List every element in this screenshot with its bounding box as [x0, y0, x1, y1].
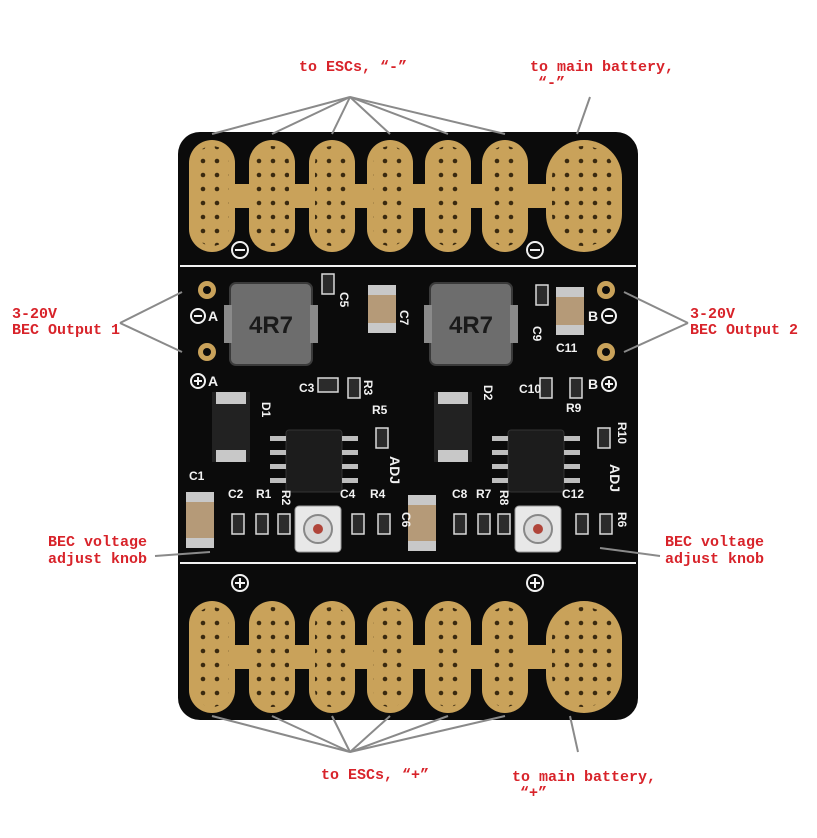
pad-b-minus-label: B	[588, 308, 598, 324]
label-knob-left-line1: BEC voltage	[48, 534, 148, 551]
b-minus-icon	[601, 308, 617, 324]
label-to-battery-minus-line2: “-”	[538, 75, 566, 92]
smd-part	[599, 513, 613, 535]
silk-r9: R9	[566, 401, 582, 415]
ic-right	[492, 429, 580, 493]
silk-r6: R6	[615, 512, 629, 528]
b-plus-icon	[601, 376, 617, 392]
silk-c5: C5	[337, 292, 351, 308]
silk-c1: C1	[189, 469, 205, 483]
silk-c4: C4	[340, 487, 356, 501]
smd-part	[497, 513, 511, 535]
silk-r2: R2	[279, 490, 293, 506]
smd-part	[477, 513, 491, 535]
label-knob-left-line2: adjust knob	[48, 551, 148, 568]
label-bec1-voltage: 3-20V	[12, 306, 58, 323]
label-to-battery-minus-line1: to main battery,	[530, 59, 675, 76]
silk-d1: D1	[259, 402, 273, 418]
pcb-board	[178, 132, 638, 720]
smd-part	[377, 513, 391, 535]
top-pad-row-negative	[189, 140, 622, 252]
adj-label-right: ADJ	[607, 464, 623, 492]
silk-d2: D2	[481, 385, 495, 401]
silk-c10: C10	[519, 382, 541, 396]
pad-a-minus-label: A	[208, 308, 218, 324]
inductor-right: 4R7	[424, 282, 518, 366]
smd-part	[453, 513, 467, 535]
silk-r1: R1	[256, 487, 272, 501]
smd-part	[255, 513, 269, 535]
capacitor-c6	[408, 495, 436, 551]
smd-part	[347, 377, 361, 399]
label-to-battery-plus-line2: “+”	[520, 785, 548, 802]
capacitor-c7	[368, 285, 396, 333]
label-bec1-output: BEC Output 1	[12, 322, 121, 339]
leader-lines	[119, 96, 689, 753]
bottom-pad-row-positive	[189, 601, 622, 713]
pad-a-plus-label: A	[208, 373, 218, 389]
smd-part	[321, 273, 335, 295]
smd-part	[569, 377, 583, 399]
capacitor-c11	[556, 287, 584, 335]
silk-r7: R7	[476, 487, 492, 501]
ic-left	[270, 429, 358, 493]
inductor-left: 4R7	[224, 282, 318, 366]
label-bec2-output: BEC Output 2	[690, 322, 799, 339]
inductor-right-label: 4R7	[449, 312, 493, 339]
pad-b-plus-label: B	[588, 376, 598, 392]
silk-r10: R10	[615, 422, 629, 444]
minus-symbol-right-icon	[526, 241, 544, 259]
smd-components	[231, 273, 613, 535]
smd-part	[351, 513, 365, 535]
diode-d2	[434, 392, 472, 462]
bec1-output-pads: A A	[190, 281, 218, 389]
label-to-battery-plus-line1: to main battery,	[512, 769, 657, 786]
silkscreen-labels: C5 C7 C9 C11 C3 R3 C10 R9 D1 D2 R5 R10 C…	[189, 292, 629, 528]
inductor-left-label: 4R7	[249, 312, 293, 339]
silk-r5: R5	[372, 403, 388, 417]
label-knob-right-line2: adjust knob	[665, 551, 765, 568]
silk-c12: C12	[562, 487, 584, 501]
label-bec2-voltage: 3-20V	[690, 306, 736, 323]
silk-c3: C3	[299, 381, 315, 395]
adj-label-left: ADJ	[387, 456, 403, 484]
smd-part	[277, 513, 291, 535]
smd-part	[375, 427, 389, 449]
label-knob-right-line1: BEC voltage	[665, 534, 765, 551]
a-plus-icon	[190, 373, 206, 389]
silk-c9: C9	[530, 326, 544, 342]
diode-d1	[212, 392, 250, 462]
label-to-escs-minus: to ESCs, “-”	[298, 59, 408, 76]
smd-part	[539, 377, 553, 399]
silk-c11: C11	[556, 341, 578, 355]
silk-r4: R4	[370, 487, 386, 501]
adjust-knob-left	[294, 505, 342, 553]
smd-part	[575, 513, 589, 535]
plus-symbol-left-icon	[231, 574, 249, 592]
plus-symbol-right-icon	[526, 574, 544, 592]
silk-c6: C6	[399, 512, 413, 528]
silk-c7: C7	[397, 310, 411, 326]
capacitor-c1	[186, 492, 214, 548]
silk-c2: C2	[228, 487, 244, 501]
minus-symbol-left-icon	[231, 241, 249, 259]
silk-r3: R3	[361, 380, 375, 396]
a-minus-icon	[190, 308, 206, 324]
smd-part	[231, 513, 245, 535]
silk-r8: R8	[497, 490, 511, 506]
silk-c8: C8	[452, 487, 468, 501]
smd-part	[317, 377, 339, 393]
bec2-output-pads: B B	[588, 281, 617, 392]
adjust-knob-right	[514, 505, 562, 553]
smd-part	[597, 427, 611, 449]
label-to-escs-plus: to ESCs, “+”	[320, 767, 430, 784]
smd-part	[535, 284, 549, 306]
